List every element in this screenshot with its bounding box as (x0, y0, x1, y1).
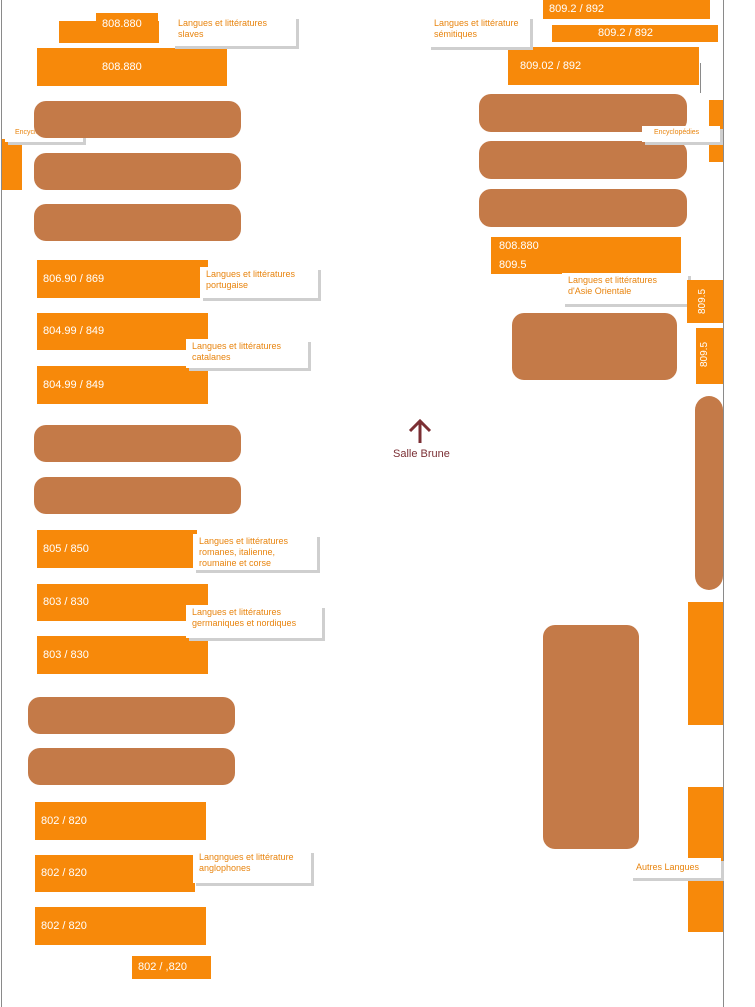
label-line: Langues et littérature (434, 18, 519, 28)
label-semitiques: Langues et littérature sémitiques (428, 16, 530, 47)
map-border-right (723, 0, 724, 1007)
label-line: Langngues et littérature (199, 852, 294, 862)
shelf-809-5-vertical[interactable] (687, 280, 723, 323)
label-portugaise: Langues et littératures portugaise (200, 267, 318, 298)
shelf-line: 808.880 (499, 239, 539, 252)
shelf-label: 808.880 (96, 13, 158, 35)
shelf-vertical-label: 809.5 (699, 341, 711, 368)
label-line: Langues et littératures (178, 18, 268, 28)
label-line: Langues et littératures (192, 607, 282, 617)
shelf-romanes[interactable]: 805 / 850 (37, 530, 197, 568)
reading-table-vertical (695, 396, 723, 590)
shelf-catalanes[interactable]: 804.99 / 849 (37, 313, 208, 350)
room-label: Salle Brune (393, 448, 450, 460)
reading-table (34, 204, 241, 241)
shelf-semitiques[interactable]: 809.2 / 892 (552, 25, 718, 42)
shelf-asie-orientale[interactable]: 808.880 809.5 (491, 237, 681, 274)
reading-table (512, 313, 677, 380)
label-line: d'Asie Orientale (568, 286, 632, 296)
reading-table (34, 153, 241, 190)
shelf-germaniques[interactable]: 803 / 830 (37, 584, 208, 621)
label-line: germaniques et nordiques (192, 618, 297, 628)
shelf-line: 809.5 (499, 258, 527, 271)
shelf-semitiques[interactable]: 809.02 / 892 (508, 47, 699, 85)
shelf-vertical-label: 809.5 (697, 288, 709, 315)
label-line: Langues et littératures (568, 275, 658, 285)
label-asie-orientale: Langues et littératures d'Asie Orientale (562, 273, 688, 304)
reading-table (479, 141, 687, 179)
map-border-segment (700, 63, 701, 93)
shelf-anglophones[interactable]: 802 / ,820 (132, 956, 211, 979)
label-line: slaves (178, 29, 204, 39)
reading-table (34, 477, 241, 514)
reading-table (34, 425, 241, 462)
reading-table (479, 94, 687, 132)
label-line: Langues et littératures (206, 269, 296, 279)
shelf-anglophones[interactable]: 802 / 820 (35, 907, 206, 945)
reading-table-large (543, 625, 639, 849)
shelf-autres-langues[interactable] (688, 602, 723, 725)
label-line: Langues et littératures (199, 536, 289, 546)
reading-table (28, 697, 235, 734)
label-line: roumaine et corse (199, 558, 272, 568)
label-slaves: Langues et littératures slaves (172, 16, 296, 46)
reading-table (479, 189, 687, 227)
shelf-encyclopedias-left[interactable] (2, 139, 22, 190)
label-germaniques: Langues et littératures germaniques et n… (186, 605, 322, 638)
shelf-portugaise[interactable]: 806.90 / 869 (37, 260, 208, 298)
label-autres-langues: Autres Langues (630, 858, 721, 878)
label-encyclopedias-right: Encyclopédies (642, 126, 720, 142)
label-line: anglophones (199, 863, 251, 873)
label-line: portugaise (206, 280, 249, 290)
label-line: romanes, italienne, (199, 547, 276, 557)
shelf-anglophones[interactable]: 802 / 820 (35, 802, 206, 840)
label-romanes: Langues et littératures romanes, italien… (193, 534, 317, 570)
reading-table (28, 748, 235, 785)
shelf-809-5-vertical[interactable] (696, 328, 723, 384)
label-line: Langues et littératures (192, 341, 282, 351)
shelf-catalanes[interactable]: 804.99 / 849 (37, 366, 208, 404)
arrow-up-icon (408, 418, 432, 443)
label-line: catalanes (192, 352, 231, 362)
label-anglophones: Langngues et littérature anglophones (193, 850, 311, 883)
label-catalanes: Langues et littératures catalanes (186, 339, 308, 368)
shelf-anglophones[interactable]: 802 / 820 (35, 855, 195, 892)
shelf-semitiques[interactable]: 809.2 / 892 (543, 0, 710, 19)
reading-table (34, 101, 241, 138)
shelf-germaniques[interactable]: 803 / 830 (37, 636, 208, 674)
map-border-left (1, 0, 2, 1007)
shelf-slaves[interactable]: 808.880 (37, 48, 227, 86)
label-line: sémitiques (434, 29, 478, 39)
